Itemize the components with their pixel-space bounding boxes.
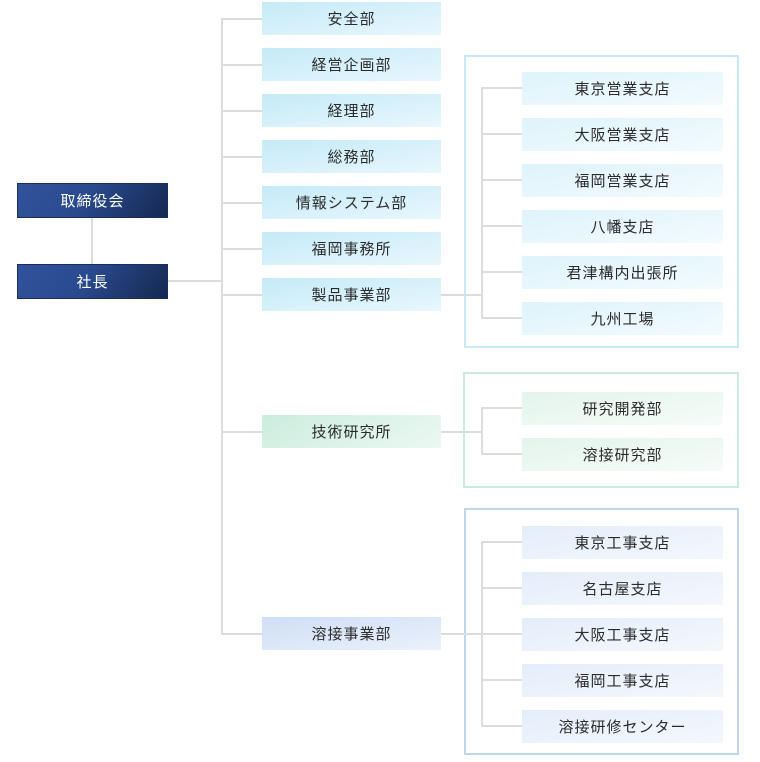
connector-line <box>168 280 222 282</box>
org-box-research-development-dept: 研究開発部 <box>522 392 723 425</box>
connector-line <box>481 87 522 89</box>
org-box-products-division: 製品事業部 <box>262 278 441 311</box>
connector-line <box>221 431 262 433</box>
org-box-information-systems-dept: 情報システム部 <box>262 186 441 219</box>
org-box-technical-research-institute: 技術研究所 <box>262 415 441 448</box>
connector-line <box>481 317 522 319</box>
connector-line <box>221 633 262 635</box>
org-box-tokyo-construction-branch: 東京工事支店 <box>522 526 723 559</box>
connector-line <box>221 248 262 250</box>
org-box-welding-training-center: 溶接研修センター <box>522 710 723 743</box>
connector-line <box>481 407 483 455</box>
connector-line <box>481 453 522 455</box>
org-box-fukuoka-sales-branch: 福岡営業支店 <box>522 164 723 197</box>
connector-line <box>481 725 522 727</box>
connector-line <box>221 156 262 158</box>
org-box-yahata-branch: 八幡支店 <box>522 210 723 243</box>
connector-line <box>441 431 483 433</box>
connector-line <box>221 64 262 66</box>
org-box-kimitsu-onsite-office: 君津構内出張所 <box>522 256 723 289</box>
connector-line <box>481 541 522 543</box>
connector-line <box>481 179 522 181</box>
connector-line <box>221 18 262 20</box>
org-box-fukuoka-office: 福岡事務所 <box>262 232 441 265</box>
org-box-osaka-construction-branch: 大阪工事支店 <box>522 618 723 651</box>
org-box-tokyo-sales-branch: 東京営業支店 <box>522 72 723 105</box>
connector-line <box>481 271 522 273</box>
connector-line <box>221 110 262 112</box>
org-box-safety-dept: 安全部 <box>262 2 441 35</box>
connector-line <box>221 294 262 296</box>
org-box-nagoya-branch: 名古屋支店 <box>522 572 723 605</box>
connector-line <box>221 202 262 204</box>
org-box-welding-division: 溶接事業部 <box>262 617 441 650</box>
org-box-president: 社長 <box>17 264 168 299</box>
connector-line <box>481 587 522 589</box>
connector-line <box>441 633 483 635</box>
connector-line <box>481 407 522 409</box>
org-box-fukuoka-construction-branch: 福岡工事支店 <box>522 664 723 697</box>
org-box-welding-research-dept: 溶接研究部 <box>522 438 723 471</box>
org-box-accounting-dept: 経理部 <box>262 94 441 127</box>
connector-line <box>481 679 522 681</box>
org-box-board-of-directors: 取締役会 <box>17 183 168 218</box>
org-box-kyushu-plant: 九州工場 <box>522 302 723 335</box>
connector-line <box>481 87 483 319</box>
org-box-general-affairs-dept: 総務部 <box>262 140 441 173</box>
connector-line <box>441 294 483 296</box>
connector-line <box>221 18 223 635</box>
connector-line <box>91 218 93 264</box>
connector-line <box>481 225 522 227</box>
connector-line <box>481 133 522 135</box>
connector-line <box>481 633 522 635</box>
org-box-osaka-sales-branch: 大阪営業支店 <box>522 118 723 151</box>
org-box-corporate-planning-dept: 経営企画部 <box>262 48 441 81</box>
